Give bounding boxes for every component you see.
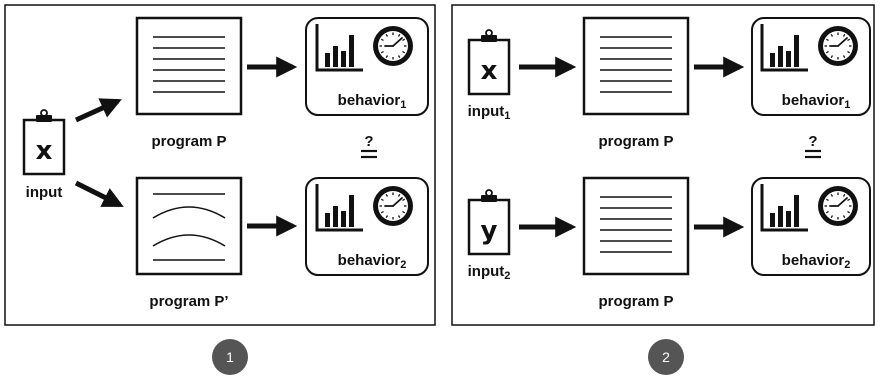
program-label-top: program P xyxy=(151,133,226,150)
behavior-subscript-bottom: 2 xyxy=(400,259,406,271)
behavior-box-top-2: behavior1 xyxy=(751,17,871,116)
panel-1: x input program P program P’ behavior1 ? xyxy=(4,4,436,375)
step-badge-2: 2 xyxy=(648,339,684,375)
behavior-label-bottom: behavior xyxy=(338,252,401,269)
step-badge-1: 1 xyxy=(212,339,248,375)
svg-text:input1: input1 xyxy=(468,103,511,122)
svg-text:behavior1: behavior1 xyxy=(782,92,851,111)
document-icon xyxy=(135,176,243,276)
behavior-subscript-bottom-2: 2 xyxy=(844,259,850,271)
svg-text:?: ? xyxy=(364,133,373,150)
program-label-bottom: program P’ xyxy=(149,293,228,310)
behavior-label-top: behavior xyxy=(338,92,401,109)
input-variable-bottom: y xyxy=(481,216,498,246)
svg-text:input2: input2 xyxy=(468,263,511,282)
comparison-symbol-2: ? xyxy=(805,133,821,159)
panel-1-frame xyxy=(4,4,436,326)
input-subscript-bottom: 2 xyxy=(504,270,510,282)
input-variable: x xyxy=(36,136,53,166)
behavior-box-bottom: behavior2 xyxy=(305,177,429,276)
input-variable-top: x xyxy=(481,56,498,86)
document-icon xyxy=(582,16,690,116)
svg-text:?: ? xyxy=(808,133,817,150)
input-label-bottom: input xyxy=(468,263,505,280)
behavior-subscript-top: 1 xyxy=(400,99,406,111)
arrow-icon xyxy=(74,180,124,208)
svg-text:behavior1: behavior1 xyxy=(338,92,407,111)
input-label-top: input xyxy=(468,103,505,120)
input-label: input xyxy=(26,184,63,201)
arrow-icon xyxy=(74,98,122,123)
panel-2: x input1 y input2 program P program P be… xyxy=(451,4,875,375)
svg-text:behavior2: behavior2 xyxy=(782,252,851,271)
behavior-label-top-2: behavior xyxy=(782,92,845,109)
program-label-bottom-2: program P xyxy=(598,293,673,310)
behavior-label-bottom-2: behavior xyxy=(782,252,845,269)
document-icon xyxy=(135,16,243,116)
behavior-subscript-top-2: 1 xyxy=(844,99,850,111)
comparison-symbol: ? xyxy=(361,133,377,159)
document-icon xyxy=(582,176,690,276)
behavior-box-top: behavior1 xyxy=(305,17,429,116)
svg-text:2: 2 xyxy=(662,349,670,365)
panel-2-frame xyxy=(451,4,875,326)
svg-text:behavior2: behavior2 xyxy=(338,252,407,271)
behavior-box-bottom-2: behavior2 xyxy=(751,177,871,276)
input-subscript-top: 1 xyxy=(504,110,510,122)
svg-text:1: 1 xyxy=(226,349,234,365)
program-label-top-2: program P xyxy=(598,133,673,150)
